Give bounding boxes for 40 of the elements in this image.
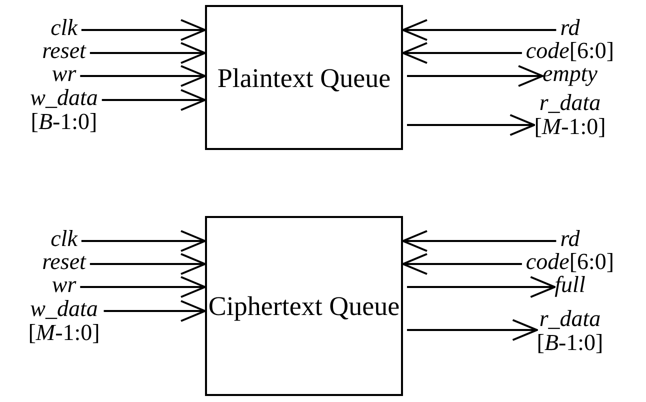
signal-name: r_data xyxy=(539,91,601,115)
signal-name: r_data xyxy=(539,307,601,331)
arrow xyxy=(407,319,538,341)
signal-name: wr xyxy=(52,273,76,297)
arrow xyxy=(81,19,206,41)
arrow xyxy=(407,276,556,298)
arrow xyxy=(104,300,206,322)
signal-name: rd xyxy=(560,16,580,40)
arrow xyxy=(407,114,536,136)
arrow xyxy=(81,230,206,252)
signal-name: empty xyxy=(542,62,598,86)
arrow xyxy=(80,65,206,87)
arrow xyxy=(402,42,522,64)
queue-block xyxy=(205,216,403,396)
bit-range: [B-1:0] xyxy=(536,331,604,355)
bit-range: [B-1:0] xyxy=(30,110,98,134)
signal-name: code[6:0] xyxy=(526,250,614,274)
arrow xyxy=(102,89,206,111)
arrow xyxy=(402,230,556,252)
arrow xyxy=(90,42,206,64)
signal-name: reset xyxy=(42,39,86,63)
signal-name: w_data xyxy=(30,297,98,321)
block-title: Ciphertext Queue xyxy=(208,290,400,322)
arrow xyxy=(407,65,544,87)
queue-block xyxy=(205,5,403,150)
signal-name: rd xyxy=(560,227,580,251)
signal-name: wr xyxy=(52,62,76,86)
signal-name: clk xyxy=(50,227,78,251)
arrow xyxy=(402,253,522,275)
bit-range: [M-1:0] xyxy=(534,115,606,139)
signal-name: clk xyxy=(50,16,78,40)
signal-name: full xyxy=(554,273,586,297)
block-title: Plaintext Queue xyxy=(217,62,391,94)
arrow xyxy=(80,276,206,298)
arrow xyxy=(402,19,556,41)
signal-name: code[6:0] xyxy=(526,39,614,63)
signal-name: w_data xyxy=(30,86,98,110)
bit-range: [M-1:0] xyxy=(28,321,100,345)
signal-name: reset xyxy=(42,250,86,274)
arrow xyxy=(90,253,206,275)
